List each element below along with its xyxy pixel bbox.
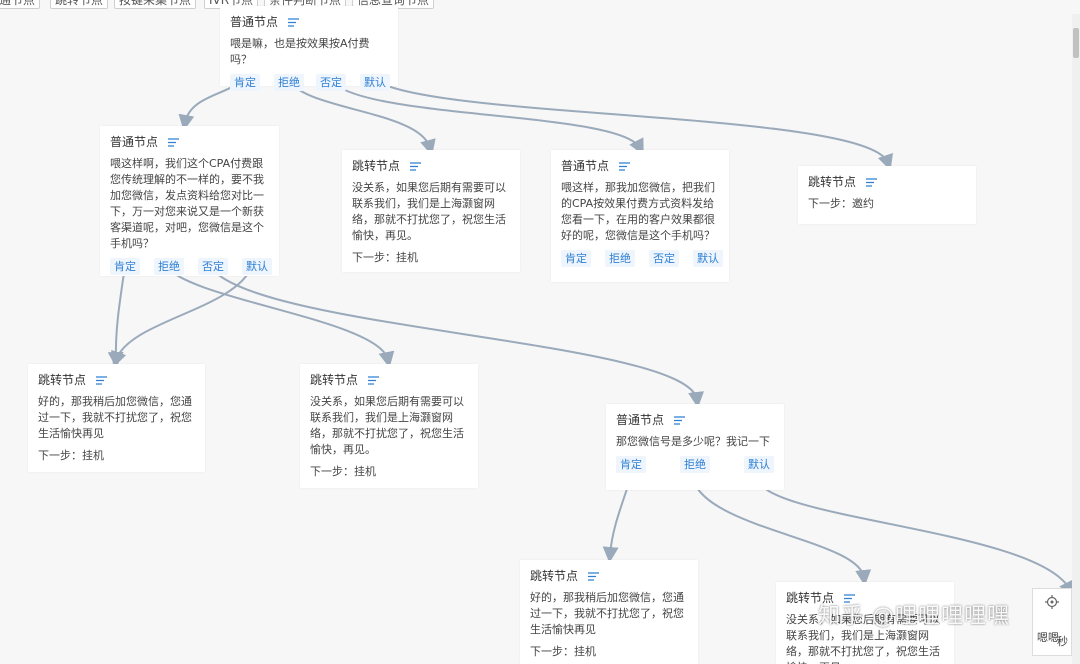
edge-n1-default: [371, 77, 893, 171]
edge-n2-no: [165, 265, 395, 368]
normal-node-2[interactable]: 普通节点 喂这样啊，我们这个CPA付费跟您传统理解的不一样的，要不我加您微信，发…: [100, 126, 279, 276]
list-menu-icon[interactable]: [674, 415, 686, 425]
node-title: 跳转节点: [786, 591, 835, 605]
edge-n2-neg: [209, 265, 704, 408]
list-menu-icon[interactable]: [588, 571, 600, 581]
node-title: 跳转节点: [808, 175, 857, 189]
jump-node-9[interactable]: 跳转节点 好的，那我稍后加您微信，您通过一下，我就不打扰您了，祝您生活愉快再见 …: [520, 560, 698, 664]
edge-n2-default: [111, 265, 253, 368]
edge-n8-yes: [602, 479, 631, 563]
list-menu-icon[interactable]: [368, 375, 380, 385]
node-text: 没关系，如果您后期有需要可以联系我们，我们是上海灏窗网络，那就不打扰您了，祝您生…: [310, 395, 464, 456]
next-step-label: 下一步：邀约: [808, 197, 874, 210]
node-title: 跳转节点: [38, 373, 87, 387]
toolbar-key-collect-node-button[interactable]: 按键采集节点: [114, 0, 197, 9]
node-title: 普通节点: [230, 15, 279, 29]
node-text: 没关系，如果您后期有需要可以联系我们，我们是上海灏窗网络，那就不打扰您了，祝您生…: [786, 613, 940, 664]
toolbar-jump-node-button[interactable]: 跳转节点: [50, 0, 109, 9]
option-default-button[interactable]: 默认: [744, 456, 774, 473]
edge-n8-default: [757, 479, 1072, 598]
jump-node-3[interactable]: 跳转节点 没关系，如果您后期有需要可以联系我们，我们是上海灏窗网络，那就不打扰您…: [342, 150, 520, 272]
option-neg-button[interactable]: 否定: [649, 250, 679, 267]
jump-node-5[interactable]: 跳转节点 下一步：邀约: [798, 166, 976, 224]
option-no-button[interactable]: 拒绝: [274, 74, 304, 91]
list-menu-icon[interactable]: [866, 177, 878, 187]
scrollbar-thumb[interactable]: [1073, 28, 1079, 58]
node-title: 跳转节点: [310, 373, 359, 387]
node-text: 喂这样啊，我们这个CPA付费跟您传统理解的不一样的，要不我加您微信，发点资料给您…: [110, 157, 264, 250]
next-step-label: 下一步：挂机: [310, 465, 376, 478]
node-text: 好的，那我稍后加您微信，您通过一下，我就不打扰您了，祝您生活愉快再见: [38, 395, 192, 440]
option-no-button[interactable]: 拒绝: [605, 250, 635, 267]
next-step-label: 下一步：挂机: [530, 645, 596, 658]
normal-node-4[interactable]: 普通节点 喂这样，那我加您微信，把我们的CPA按效果付费方式资料发给您看一下，在…: [551, 150, 729, 282]
option-no-button[interactable]: 拒绝: [680, 456, 710, 473]
list-menu-icon[interactable]: [410, 161, 422, 171]
node-title: 普通节点: [561, 159, 610, 173]
node-text: 好的，那我稍后加您微信，您通过一下，我就不打扰您了，祝您生活愉快再见: [530, 591, 684, 636]
node-title: 跳转节点: [352, 159, 401, 173]
edge-n1-neg: [329, 77, 644, 156]
watermark: 知乎 @哩哩哩哩嘿: [818, 604, 1010, 629]
normal-node-1[interactable]: 普通节点 喂是嘛，也是按效果按A付费吗？ 肯定 拒绝 否定 默认: [220, 6, 398, 91]
locate-icon[interactable]: [1045, 595, 1059, 609]
option-no-button[interactable]: 拒绝: [154, 258, 184, 275]
list-menu-icon[interactable]: [844, 593, 856, 603]
option-yes-button[interactable]: 肯定: [110, 258, 140, 275]
jump-node-6[interactable]: 跳转节点 好的，那我稍后加您微信，您通过一下，我就不打扰您了，祝您生活愉快再见 …: [28, 364, 205, 472]
option-neg-button[interactable]: 否定: [198, 258, 228, 275]
list-menu-icon[interactable]: [619, 161, 631, 171]
side-panel-text: 嗯嗯: [1037, 631, 1059, 644]
node-title: 跳转节点: [530, 569, 579, 583]
side-panel-sec: 秒: [1057, 635, 1068, 648]
node-text: 那您微信号是多少呢？我记一下: [616, 435, 770, 448]
option-default-button[interactable]: 默认: [242, 258, 272, 275]
normal-node-8[interactable]: 普通节点 那您微信号是多少呢？我记一下 肯定 拒绝 默认: [606, 404, 784, 490]
option-yes-button[interactable]: 肯定: [616, 456, 646, 473]
next-step-label: 下一步：挂机: [352, 251, 418, 264]
option-default-button[interactable]: 默认: [360, 74, 390, 91]
list-menu-icon[interactable]: [96, 375, 108, 385]
node-toolbar: 通节点 跳转节点 按键采集节点 IVR节点 条件判断节点 信息查询节点: [0, 0, 1080, 12]
node-title: 普通节点: [616, 413, 665, 427]
node-text: 喂是嘛，也是按效果按A付费吗？: [230, 37, 370, 66]
list-menu-icon[interactable]: [168, 137, 180, 147]
jump-node-10[interactable]: 跳转节点 没关系，如果您后期有需要可以联系我们，我们是上海灏窗网络，那就不打扰您…: [776, 582, 954, 664]
side-tool-panel: 嗯嗯 秒: [1032, 588, 1072, 656]
option-neg-button[interactable]: 否定: [316, 74, 346, 91]
toolbar-normal-node-button[interactable]: 通节点: [0, 0, 41, 9]
node-text: 喂这样，那我加您微信，把我们的CPA按效果付费方式资料发给您看一下，在用的客户效…: [561, 181, 715, 242]
edge-n2-yes: [107, 265, 126, 368]
vertical-scrollbar[interactable]: [1072, 14, 1080, 664]
node-text: 没关系，如果您后期有需要可以联系我们，我们是上海灏窗网络，那就不打扰您了，祝您生…: [352, 181, 506, 242]
node-title: 普通节点: [110, 135, 159, 149]
option-yes-button[interactable]: 肯定: [230, 74, 260, 91]
option-yes-button[interactable]: 肯定: [561, 250, 591, 267]
jump-node-7[interactable]: 跳转节点 没关系，如果您后期有需要可以联系我们，我们是上海灏窗网络，那就不打扰您…: [300, 364, 478, 488]
next-step-label: 下一步：挂机: [38, 449, 104, 462]
option-default-button[interactable]: 默认: [693, 250, 723, 267]
list-menu-icon[interactable]: [288, 17, 300, 27]
edge-n8-no: [692, 479, 872, 586]
